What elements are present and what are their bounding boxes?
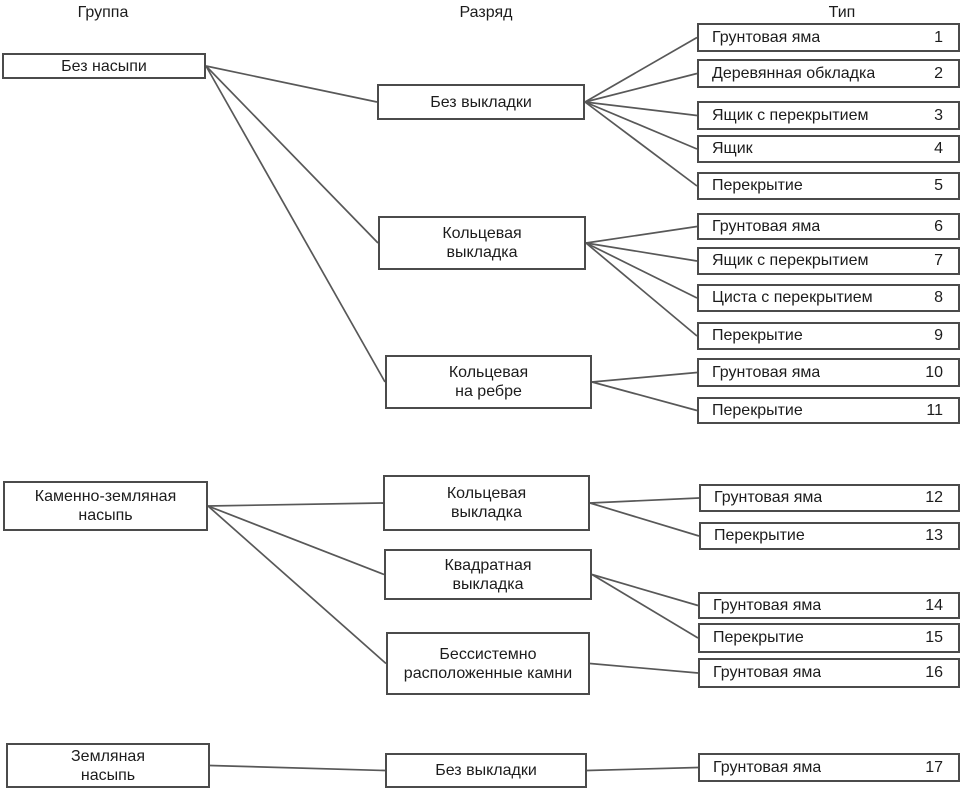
type-label: Грунтовая яма: [713, 664, 822, 681]
type-number: 13: [925, 527, 943, 544]
type-label: Перекрытие: [712, 177, 803, 194]
group-label: Каменно-земляная насыпь: [34, 488, 177, 524]
type-box: Ящик с перекрытием 7: [697, 247, 960, 275]
category-box: Кольцевая выкладка: [378, 216, 586, 270]
type-label: Перекрытие: [714, 527, 805, 544]
category-label: Без выкладки: [430, 93, 532, 111]
type-label: Грунтовая яма: [712, 363, 821, 381]
category-label: Без выкладки: [435, 762, 537, 779]
group-label: Без насыпи: [61, 57, 147, 75]
category-label: Квадратная выкладка: [444, 556, 532, 593]
type-box: Грунтовая яма 12: [699, 484, 960, 512]
category-box: Кольцевая выкладка: [383, 475, 590, 531]
column-header-group: Группа: [77, 4, 129, 21]
category-label: Бессистемно расположенные камни: [403, 645, 573, 682]
type-box: Перекрытие 13: [699, 522, 960, 550]
type-box: Грунтовая яма 6: [697, 213, 960, 240]
type-label: Грунтовая яма: [712, 28, 821, 46]
category-label: Кольцевая выкладка: [442, 225, 522, 261]
type-number: 1: [934, 28, 943, 46]
type-box: Грунтовая яма 1: [697, 23, 960, 52]
type-number: 15: [925, 629, 943, 646]
category-label: Кольцевая на ребре: [448, 364, 529, 400]
category-box: Без выкладки: [377, 84, 585, 120]
type-label: Циста с перекрытием: [712, 289, 873, 306]
type-box: Грунтовая яма 14: [698, 592, 960, 619]
category-box: Без выкладки: [385, 753, 587, 788]
category-label: Кольцевая выкладка: [446, 485, 527, 521]
type-box: Грунтовая яма 17: [698, 753, 960, 782]
column-header-type: Тип: [828, 4, 856, 21]
type-number: 8: [934, 289, 943, 306]
type-number: 9: [934, 327, 943, 344]
group-label: Земляная насыпь: [71, 747, 145, 784]
type-label: Перекрытие: [712, 327, 803, 344]
type-box: Грунтовая яма 16: [698, 658, 960, 688]
type-box: Перекрытие 11: [697, 397, 960, 424]
type-number: 11: [926, 401, 943, 419]
type-label: Грунтовая яма: [713, 758, 822, 776]
type-number: 17: [925, 758, 943, 776]
type-label: Деревянная обкладка: [712, 64, 876, 82]
type-number: 6: [934, 217, 943, 235]
type-box: Перекрытие 9: [697, 322, 960, 350]
type-label: Грунтовая яма: [714, 489, 823, 506]
type-label: Ящик с перекрытием: [712, 252, 869, 269]
type-label: Ящик с перекрытием: [712, 106, 869, 124]
column-header-category: Разряд: [459, 4, 513, 21]
type-box: Перекрытие 5: [697, 172, 960, 200]
group-box: Без насыпи: [2, 53, 206, 79]
type-number: 10: [925, 363, 943, 381]
type-box: Деревянная обкладка 2: [697, 59, 960, 88]
type-label: Грунтовая яма: [713, 596, 822, 614]
type-box: Грунтовая яма 10: [697, 358, 960, 387]
category-box: Кольцевая на ребре: [385, 355, 592, 409]
type-label: Грунтовая яма: [712, 217, 821, 235]
type-number: 3: [934, 106, 943, 124]
type-box: Циста с перекрытием 8: [697, 284, 960, 312]
type-label: Перекрытие: [713, 629, 804, 646]
type-box: Перекрытие 15: [698, 623, 960, 653]
type-number: 16: [925, 664, 943, 681]
type-number: 7: [934, 252, 943, 269]
type-box: Ящик 4: [697, 135, 960, 163]
type-number: 2: [934, 64, 943, 82]
type-number: 5: [934, 177, 943, 194]
type-label: Перекрытие: [712, 401, 803, 419]
category-box: Квадратная выкладка: [384, 549, 592, 600]
type-box: Ящик с перекрытием 3: [697, 101, 960, 130]
type-label: Ящик: [712, 140, 753, 157]
type-number: 12: [925, 489, 943, 506]
type-number: 14: [925, 596, 943, 614]
group-box: Каменно-земляная насыпь: [3, 481, 208, 531]
type-number: 4: [934, 140, 943, 157]
category-box: Бессистемно расположенные камни: [386, 632, 590, 695]
group-box: Земляная насыпь: [6, 743, 210, 788]
